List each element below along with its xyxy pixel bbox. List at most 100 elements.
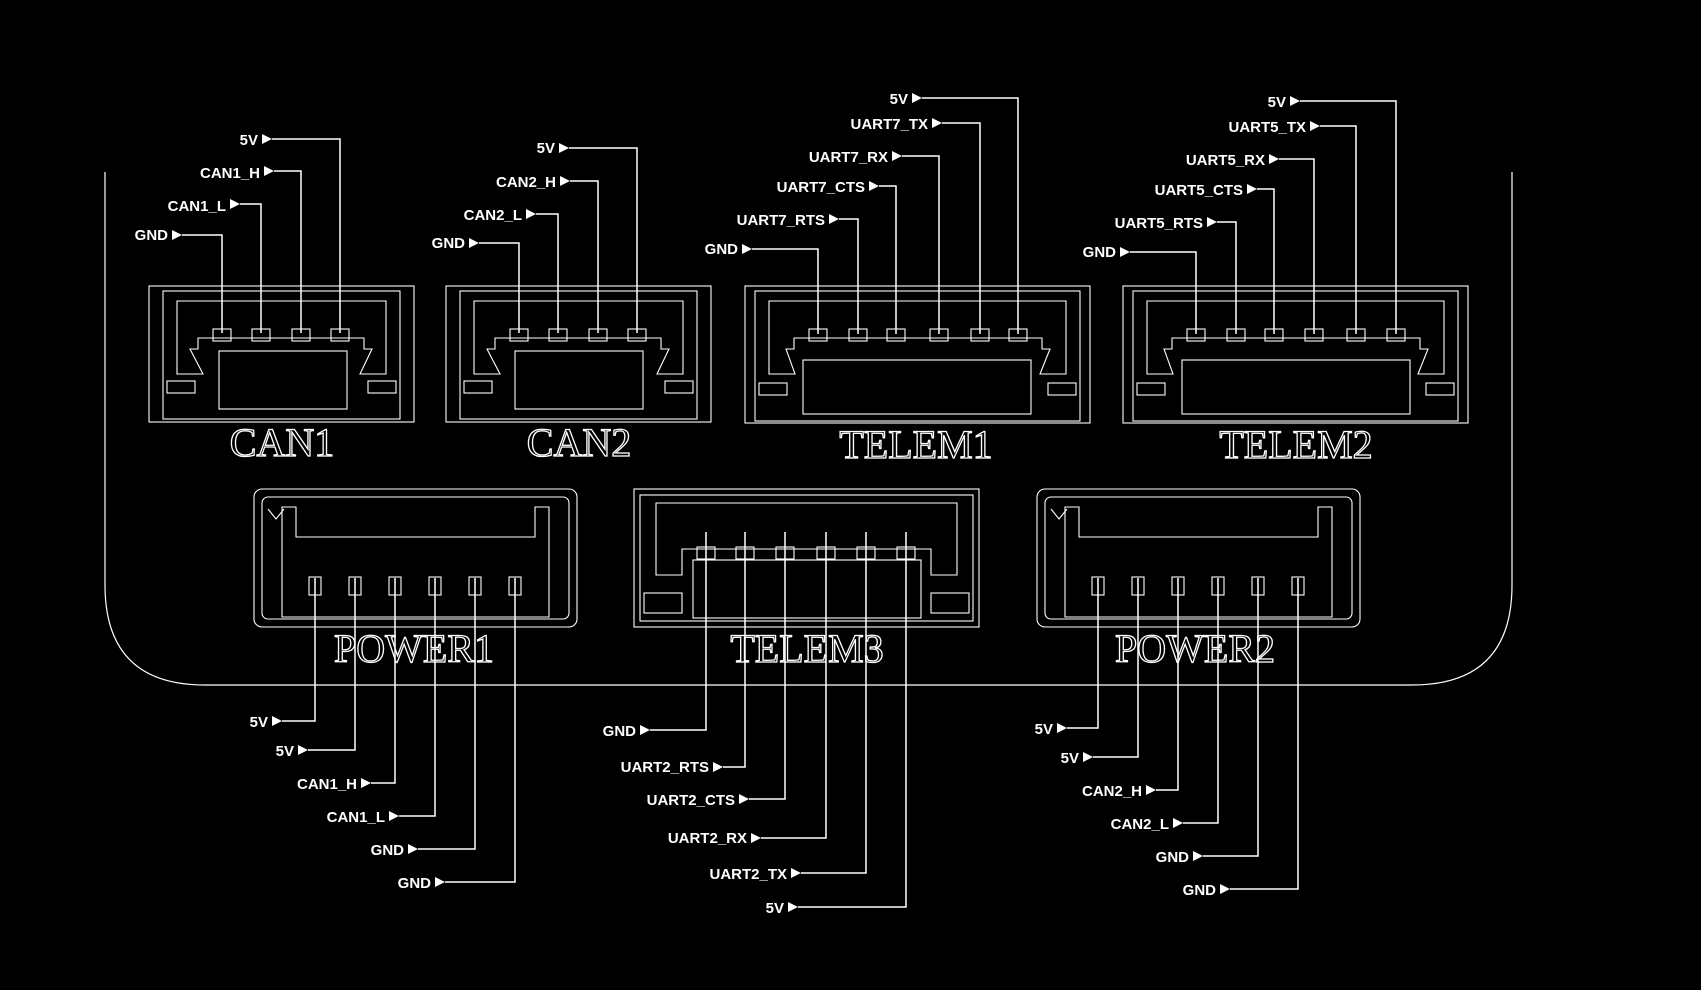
connector-profile [768, 300, 1067, 375]
wire-power2-pin3 [1146, 578, 1179, 795]
connector-latch-window [514, 350, 644, 410]
pin-label: GND [1183, 882, 1217, 899]
connector-label-telem3: TELEM3 [730, 626, 883, 671]
connector-key [367, 380, 397, 394]
connector-key [1136, 382, 1166, 396]
connector-inner-frame [639, 494, 974, 622]
wire-can2-pin4 [559, 143, 638, 333]
wire-telem3-pin4 [751, 532, 827, 843]
pin-label: 5V [1268, 94, 1286, 111]
pin-label: CAN2_L [464, 207, 522, 224]
wire-telem3-pin2 [713, 532, 746, 772]
pin-label: UART7_CTS [777, 179, 865, 196]
pin-label: UART7_RX [809, 149, 888, 166]
connector-housing [253, 488, 578, 628]
pin-label: 5V [766, 900, 784, 917]
connector-profile [655, 502, 958, 576]
connector-key [930, 592, 970, 614]
pin-label: 5V [537, 140, 555, 157]
wire-power1-pin5 [408, 578, 476, 854]
connector-telem2 [1122, 285, 1469, 424]
wire-power2-pin4 [1173, 578, 1219, 828]
wire-telem1-pin6 [912, 93, 1019, 334]
connector-inner-frame [261, 496, 570, 620]
pin-label: CAN2_H [496, 174, 556, 191]
connector-inner-frame [1044, 496, 1353, 620]
connector-inner-frame [162, 290, 401, 420]
pin-label: GND [603, 723, 637, 740]
connector-label-power2: POWER2 [1115, 626, 1275, 671]
pin-label: UART5_RTS [1115, 215, 1203, 232]
pin-label: 5V [240, 132, 258, 149]
wire-telem1-pin1 [742, 244, 819, 334]
connector-telem3 [633, 488, 980, 628]
wire-telem1-pin4 [892, 151, 940, 334]
wire-telem3-pin1 [640, 532, 707, 735]
pin-label: GND [1156, 849, 1190, 866]
wire-telem2-pin6 [1290, 96, 1397, 334]
pin-label: UART7_TX [850, 116, 928, 133]
wire-can1-pin4 [262, 134, 341, 333]
wire-telem2-pin5 [1310, 121, 1357, 334]
connector-latch-window [1181, 359, 1411, 415]
connector-housing [445, 285, 712, 423]
wire-can2-pin3 [560, 176, 599, 333]
pin-label: UART2_RTS [621, 759, 709, 776]
wire-can1-pin3 [264, 166, 302, 333]
connector-key [463, 380, 493, 394]
connector-inner-frame [754, 290, 1081, 422]
wire-power1-pin2 [298, 578, 356, 755]
pin-label: 5V [250, 714, 268, 731]
wire-power2-pin6 [1220, 578, 1299, 894]
wire-can1-pin1 [172, 230, 223, 333]
wire-power2-pin2 [1083, 578, 1139, 762]
pin-label: UART2_CTS [647, 792, 735, 809]
connector-profile [1146, 300, 1445, 375]
wire-can2-pin1 [469, 238, 520, 333]
wire-telem1-pin5 [932, 118, 981, 334]
pin-label: CAN1_L [327, 809, 385, 826]
wire-power1-pin1 [272, 578, 316, 726]
wire-can1-pin2 [230, 199, 262, 333]
pin-label: 5V [1035, 721, 1053, 738]
connector-profile [176, 300, 387, 375]
wire-telem3-pin6 [788, 532, 907, 912]
pin-label: UART5_RX [1186, 152, 1265, 169]
wire-can2-pin2 [526, 209, 559, 333]
pin-label: CAN1_L [168, 198, 226, 215]
wire-power1-pin6 [435, 578, 516, 887]
connector-pin1-mark [1050, 508, 1068, 520]
pin-label: GND [398, 875, 432, 892]
connector-housing [744, 285, 1091, 424]
connector-profile [1064, 506, 1333, 618]
wire-power1-pin4 [389, 578, 436, 821]
connector-key [1047, 382, 1077, 396]
connector-inner-frame [1132, 290, 1459, 422]
connector-key [664, 380, 694, 394]
pin-label: CAN1_H [297, 776, 357, 793]
board-outline [104, 172, 1513, 686]
connector-key [758, 382, 788, 396]
pin-label: CAN2_L [1111, 816, 1169, 833]
connector-can1 [148, 285, 415, 423]
connector-housing [148, 285, 415, 423]
connector-key [1425, 382, 1455, 396]
pin-label: 5V [276, 743, 294, 760]
connector-key [166, 380, 196, 394]
wire-telem2-pin4 [1269, 154, 1315, 334]
wire-telem1-pin2 [829, 214, 859, 334]
wire-power2-pin5 [1193, 578, 1259, 861]
pin-label: 5V [1061, 750, 1079, 767]
pin-label: GND [1083, 244, 1117, 261]
connector-label-power1: POWER1 [334, 626, 494, 671]
wire-telem2-pin3 [1247, 184, 1275, 334]
pin-label: UART2_RX [668, 830, 747, 847]
pin-label: UART2_TX [709, 866, 787, 883]
connector-label-can2: CAN2 [527, 420, 631, 465]
wire-telem3-pin3 [739, 532, 786, 804]
connector-profile [473, 300, 684, 375]
connector-profile [281, 506, 550, 618]
connector-power2 [1036, 488, 1361, 628]
connector-housing [633, 488, 980, 628]
